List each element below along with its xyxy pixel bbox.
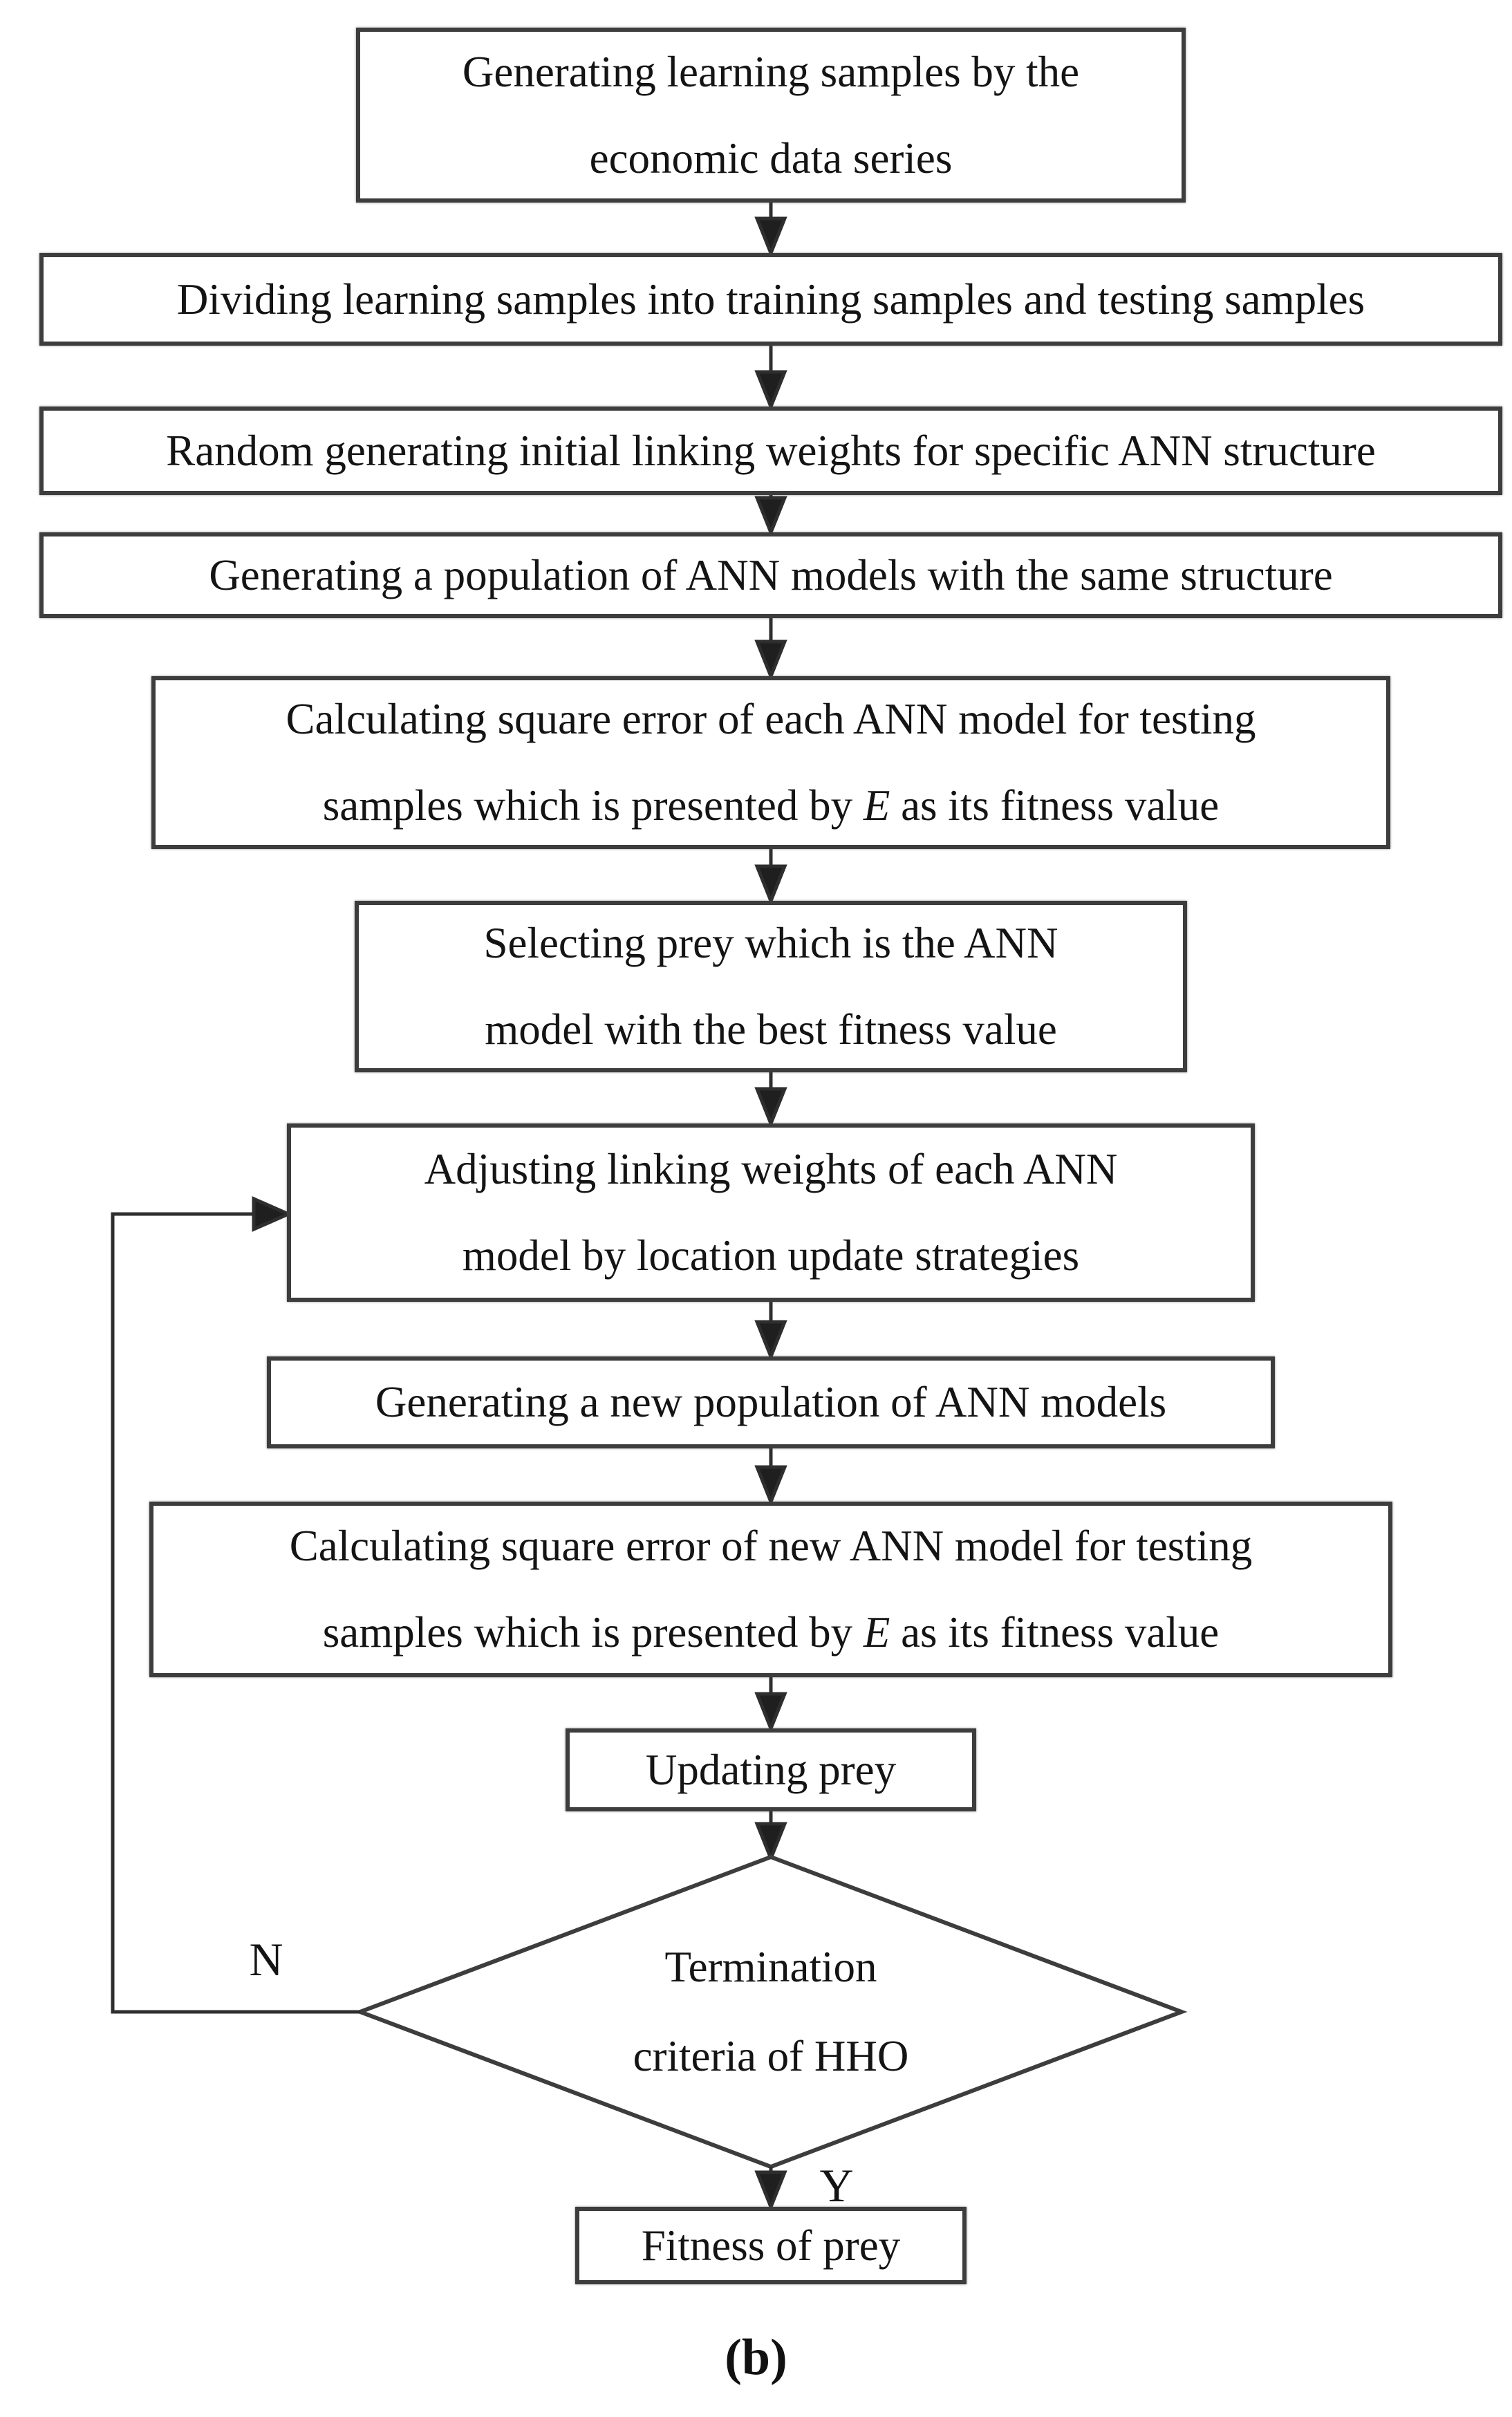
node-line: Calculating square error of new ANN mode… <box>289 1522 1253 1571</box>
node-line: model by location update strategies <box>462 1231 1080 1280</box>
node-line: Generating a population of ANN models wi… <box>209 550 1333 599</box>
line-post: as its fitness value <box>890 781 1220 830</box>
node-text: Generating a new population of ANN model… <box>271 1359 1271 1446</box>
node-line: Generating learning samples by the <box>462 47 1080 96</box>
node-line: Dividing learning samples into training … <box>176 274 1365 324</box>
decision-line: criteria of HHO <box>633 2032 909 2080</box>
node-text: Calculating square error of new ANN mode… <box>153 1503 1388 1675</box>
arrow-b4-b5 <box>754 618 787 681</box>
variable-E: E <box>863 781 890 830</box>
node-random-initial-weights: Random generating initial linking weight… <box>39 407 1502 495</box>
arrow-b1-b2 <box>754 203 787 258</box>
node-line: samples which is presented by E as its f… <box>153 1589 1388 1676</box>
node-dividing-samples: Dividing learning samples into training … <box>39 253 1502 346</box>
node-text: Calculating square error of each ANN mod… <box>156 676 1386 848</box>
node-calculating-error-new: Calculating square error of new ANN mode… <box>149 1502 1392 1677</box>
decision-line: Termination <box>664 1942 877 1991</box>
node-line: model with the best fitness value <box>485 1005 1057 1054</box>
decision-termination-criteria: Termination criteria of HHO <box>529 1898 1013 2126</box>
node-line: Fitness of prey <box>641 2221 901 2270</box>
node-text: Dividing learning samples into training … <box>44 256 1498 343</box>
node-generating-new-population: Generating a new population of ANN model… <box>267 1356 1275 1448</box>
variable-E: E <box>863 1608 890 1657</box>
node-line: Calculating square error of each ANN mod… <box>286 695 1256 744</box>
arrow-b5-b6 <box>754 849 787 906</box>
node-line: samples which is presented by E as its f… <box>156 763 1386 849</box>
edge-label-no: N <box>249 1933 283 1986</box>
node-generating-learning-samples: Generating learning samples by the econo… <box>356 28 1186 203</box>
node-text: Adjusting linking weights of each ANN mo… <box>291 1126 1251 1298</box>
node-text: Generating a population of ANN models wi… <box>44 532 1498 619</box>
node-line: Generating a new population of ANN model… <box>375 1378 1167 1427</box>
arrow-decision-no-loop <box>111 1196 360 2014</box>
arrow-b2-b3 <box>754 346 787 411</box>
line-pre: samples which is presented by <box>322 1608 864 1657</box>
node-adjusting-weights: Adjusting linking weights of each ANN mo… <box>287 1123 1255 1302</box>
arrow-b8-b9 <box>754 1448 787 1506</box>
node-text: Selecting prey which is the ANN model wi… <box>359 900 1183 1072</box>
node-updating-prey: Updating prey <box>566 1728 976 1811</box>
node-generating-population: Generating a population of ANN models wi… <box>39 532 1502 618</box>
node-text: Generating learning samples by the econo… <box>360 29 1182 201</box>
line-pre: samples which is presented by <box>322 781 864 830</box>
node-fitness-of-prey: Fitness of prey <box>575 2207 967 2284</box>
node-text: Updating prey <box>570 1727 972 1813</box>
node-line: Updating prey <box>645 1745 897 1794</box>
node-selecting-prey: Selecting prey which is the ANN model wi… <box>355 901 1187 1072</box>
arrow-b3-b4 <box>754 495 787 537</box>
node-line: Adjusting linking weights of each ANN <box>424 1145 1118 1194</box>
arrow-b10-decision <box>754 1811 787 1863</box>
node-text: Fitness of prey <box>579 2203 962 2289</box>
node-line: Random generating initial linking weight… <box>166 426 1376 475</box>
node-line: economic data series <box>589 133 953 183</box>
node-calculating-error-each: Calculating square error of each ANN mod… <box>151 676 1390 849</box>
arrow-b6-b7 <box>754 1072 787 1128</box>
node-line: Selecting prey which is the ANN <box>483 919 1058 968</box>
arrow-decision-yes <box>754 2167 787 2212</box>
arrow-b9-b10 <box>754 1677 787 1733</box>
arrow-b7-b8 <box>754 1302 787 1361</box>
edge-label-yes: Y <box>819 2159 854 2212</box>
figure-caption: (b) <box>725 2329 787 2386</box>
line-post: as its fitness value <box>890 1608 1220 1657</box>
node-text: Random generating initial linking weight… <box>44 408 1498 494</box>
